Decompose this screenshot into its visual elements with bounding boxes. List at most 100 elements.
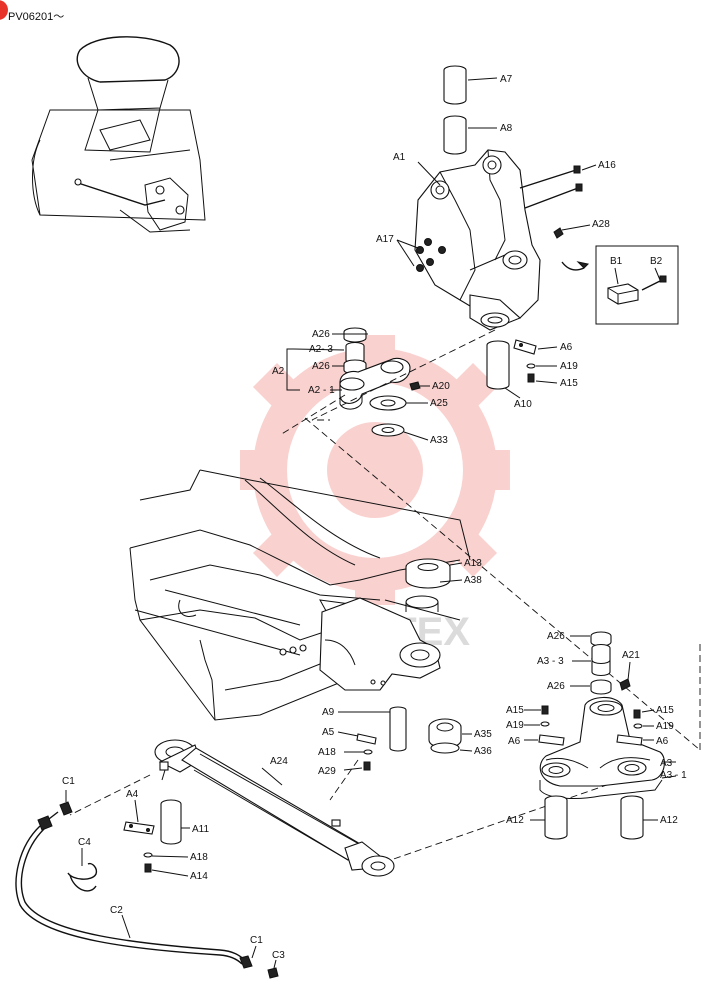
callout-a5: A5 [322, 727, 335, 738]
callout-a2: A2 [272, 366, 285, 377]
callout-a25: A25 [430, 398, 448, 409]
alignment-line-upper [311, 329, 496, 421]
callout-a14: A14 [190, 871, 208, 882]
callout-a1: A1 [393, 152, 406, 163]
bushing-a26-right-top [590, 631, 612, 647]
plate-a6-right [616, 734, 643, 746]
bolt-a29 [363, 761, 371, 771]
plate-a5 [356, 733, 377, 745]
callout-a28: A28 [592, 219, 610, 230]
pin-a10 [486, 340, 510, 390]
callout-a10: A10 [514, 399, 532, 410]
callout-a12-right: A12 [660, 815, 678, 826]
callout-a19-right: A19 [656, 721, 674, 732]
detail-arrow [561, 261, 585, 271]
spacer-a13 [405, 558, 451, 589]
callout-a15-right: A15 [656, 705, 674, 716]
callout-a38: A38 [464, 575, 482, 586]
callout-a26-right-lower: A26 [547, 681, 565, 692]
block-b1 [607, 283, 639, 305]
bolt-b2 [641, 279, 663, 291]
callout-a7: A7 [500, 74, 513, 85]
callout-a2-3: A2- 3 [309, 344, 333, 355]
seal-a35 [428, 718, 462, 749]
plate-a6-left [538, 734, 565, 746]
shim-a33 [371, 423, 405, 437]
grease-nipple-a20 [409, 381, 421, 391]
nut-set-a17 [416, 238, 446, 272]
callout-a13: A13 [464, 558, 482, 569]
undercarriage-frame [129, 469, 471, 721]
callout-a15-upper: A15 [560, 378, 578, 389]
machine-overview-illustration [31, 36, 206, 233]
fitting-c1-lower [239, 955, 253, 969]
clamp-c4 [67, 862, 98, 892]
callout-a19-left: A19 [506, 720, 524, 731]
callout-a26-mid: A26 [312, 361, 330, 372]
hose-c2 [15, 825, 243, 965]
ring-a36 [430, 742, 460, 754]
callout-a6-left: A6 [508, 736, 521, 747]
collar-a38 [405, 595, 439, 612]
bushing-a26-top [343, 327, 367, 343]
callout-a9: A9 [322, 707, 335, 718]
bolt-a15-upper [527, 373, 535, 383]
swing-cylinder-a24 [154, 739, 395, 877]
swing-link-a2-1 [339, 357, 411, 410]
pin-a11 [160, 799, 182, 845]
callout-a19-upper: A19 [560, 361, 578, 372]
callout-c3: C3 [272, 950, 285, 961]
callout-a11: A11 [192, 824, 209, 835]
callout-a26-right-top: A26 [547, 631, 565, 642]
bolt-set-a16 [519, 165, 583, 209]
callout-c4: C4 [78, 837, 91, 848]
callout-a36: A36 [474, 746, 492, 757]
pin-a12-right [620, 795, 644, 840]
callout-a3-3: A3 - 3 [537, 656, 564, 667]
detail-box-b1-b2 [595, 245, 679, 325]
callout-a6-right: A6 [656, 736, 669, 747]
washer-a18-upper [363, 749, 373, 755]
washer-a19-upper [526, 363, 536, 369]
callout-a8: A8 [500, 123, 513, 134]
fitting-c3 [267, 967, 279, 979]
watermark-logo-icon [240, 335, 510, 605]
washer-a19-left [540, 721, 550, 727]
washer-a18-lower [143, 852, 153, 858]
callout-a35: A35 [474, 729, 492, 740]
callout-c1-lower: C1 [250, 935, 263, 946]
callout-a16: A16 [598, 160, 616, 171]
serial-number-header: PV06201～ [8, 11, 64, 23]
bolt-a14 [144, 863, 152, 873]
alignment-line-diagonal [304, 417, 701, 751]
callout-a17: A17 [376, 234, 394, 245]
callout-c2: C2 [110, 905, 123, 916]
callout-a2-1: A2 - 1 [308, 385, 335, 396]
pin-a7 [443, 65, 467, 105]
swing-bracket-a1 [414, 149, 541, 331]
washer-a19-right [633, 723, 643, 729]
callout-a12-left: A12 [506, 815, 524, 826]
callout-a20: A20 [432, 381, 450, 392]
bolt-a15-right [633, 709, 641, 719]
callout-a15-left: A15 [506, 705, 524, 716]
plate-a4 [123, 821, 155, 835]
callout-a33: A33 [430, 435, 448, 446]
pin-a8 [443, 115, 467, 155]
callout-a26-top: A26 [312, 329, 330, 340]
bolt-a15-left [541, 705, 549, 715]
plate-a6-upper [513, 339, 537, 355]
callout-a6-upper: A6 [560, 342, 573, 353]
callout-a21: A21 [622, 650, 640, 661]
callout-a18-upper: A18 [318, 747, 336, 758]
bushing-a26-right-lower [590, 679, 612, 695]
swing-link-a3 [539, 696, 665, 799]
corner-badge-icon [0, 0, 8, 20]
pin-a12-left [544, 795, 568, 840]
callout-a3: A3 [660, 758, 673, 769]
callout-c1-upper: C1 [62, 776, 75, 787]
callout-a3-1: A3 - 1 [660, 770, 687, 781]
callout-b1: B1 [610, 256, 623, 267]
